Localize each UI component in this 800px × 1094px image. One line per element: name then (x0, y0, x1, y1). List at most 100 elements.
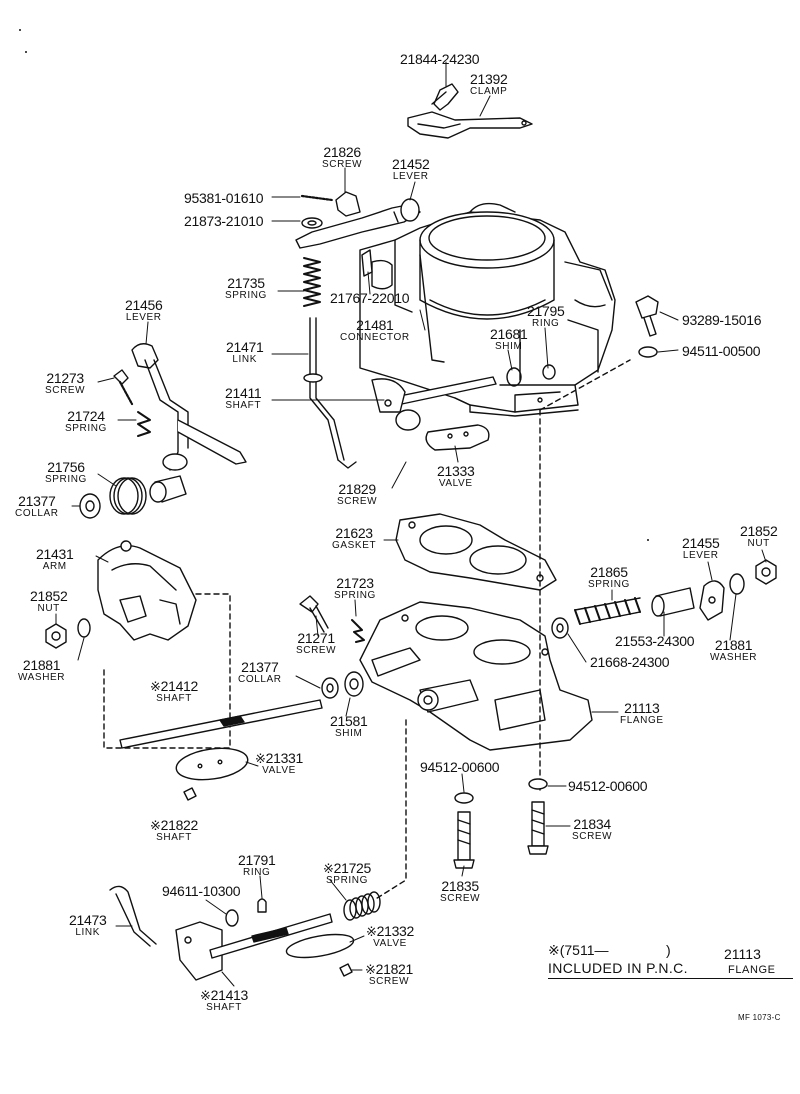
part-callout: 21767-22010 (330, 291, 410, 305)
part-number: ※21413 (200, 988, 248, 1002)
part-name: SPRING (225, 290, 267, 301)
part-name: FLANGE (620, 715, 664, 726)
link-21471 (303, 317, 357, 469)
part-number-text: 21873-21010 (184, 213, 264, 229)
part-callout: 21668-24300 (590, 655, 670, 669)
spring-21735 (303, 257, 321, 307)
ring-21668 (551, 617, 569, 639)
part-number-text: 21455 (682, 535, 720, 551)
screw-21271 (299, 595, 329, 633)
part-number-text: 21835 (441, 878, 479, 894)
spring-21724 (137, 411, 151, 437)
asterisk-mark: ※ (366, 924, 377, 939)
nut-21852-left (45, 623, 67, 649)
note-part-name: FLANGE (728, 964, 776, 976)
part-number-text: 21377 (241, 659, 279, 675)
part-name: NUT (747, 538, 770, 549)
part-number-text: 21865 (590, 564, 628, 580)
part-number-text: 94512-00600 (420, 759, 500, 775)
part-name: SCREW (337, 496, 378, 507)
part-number-text: 21821 (375, 961, 414, 977)
part-name: SCREW (368, 976, 410, 987)
part-callout: 94511-00500 (682, 344, 760, 358)
part-number: 21724 (65, 409, 107, 423)
part-name: RING (532, 318, 560, 329)
spring-21725 (343, 891, 381, 921)
part-number-text: 21791 (238, 852, 276, 868)
part-name: COLLAR (15, 508, 59, 519)
part-number-text: 21413 (210, 987, 249, 1003)
collar-21553 (651, 587, 695, 617)
part-name: CLAMP (470, 86, 508, 97)
part-number: 21455 (682, 535, 720, 551)
asterisk-mark: ※ (255, 751, 266, 766)
part-number: 21668-24300 (590, 655, 670, 669)
alignment-line-center (373, 719, 407, 901)
figure-reference: MF 1073-C (738, 1013, 781, 1022)
part-name: SPRING (45, 474, 87, 485)
part-number: 95381-01610 (184, 191, 264, 205)
screw-21834 (527, 778, 549, 855)
part-number-text: 21581 (330, 713, 368, 729)
note-text-row: INCLUDED IN P.N.C. FLANGE (548, 960, 793, 979)
part-number: ※21821 (365, 962, 413, 976)
part-name: SPRING (326, 875, 368, 886)
part-number: 21852 (30, 588, 68, 604)
flange-21113 (359, 601, 593, 751)
part-number: 21411 (225, 386, 262, 400)
part-name: WASHER (18, 672, 66, 683)
part-number: 21829 (337, 482, 377, 496)
note-part-number: 21113 (724, 946, 761, 962)
part-number: 21881 (710, 638, 757, 652)
part-number: 93289-15016 (682, 312, 762, 328)
part-number: ※21412 (150, 679, 198, 693)
part-number: 21865 (588, 565, 630, 579)
clamp-21392 (407, 83, 533, 139)
part-name: VALVE (373, 938, 407, 949)
part-name: SCREW (45, 385, 86, 396)
part-callout: 94512-00600 (420, 759, 500, 775)
part-name: RING (243, 867, 271, 878)
part-number-text: 21795 (527, 303, 565, 319)
asterisk-mark: ※ (150, 679, 161, 694)
part-number-text: 21723 (336, 575, 374, 591)
part-number-text: 21852 (30, 588, 68, 604)
part-number: 21473 (69, 912, 107, 928)
note-range-close: ) (666, 942, 671, 958)
part-number-text: 93289-15016 (682, 312, 762, 328)
shaft-21413 (175, 913, 333, 981)
part-name: SHIM (335, 728, 363, 739)
asterisk-mark: ※ (150, 818, 161, 833)
part-name: SCREW (440, 893, 481, 904)
screw-21822 (183, 787, 197, 801)
collar-21377-lower (321, 677, 339, 699)
part-number: 21471 (226, 340, 264, 354)
part-number: 21767-22010 (330, 291, 410, 305)
part-number-text: 21623 (335, 525, 373, 541)
part-number-text: 94512-00600 (568, 778, 648, 794)
asterisk-mark: ※ (200, 988, 211, 1003)
part-number: 21826 (322, 145, 362, 159)
valve-21331 (175, 747, 249, 781)
part-number-text: 21473 (69, 912, 107, 928)
